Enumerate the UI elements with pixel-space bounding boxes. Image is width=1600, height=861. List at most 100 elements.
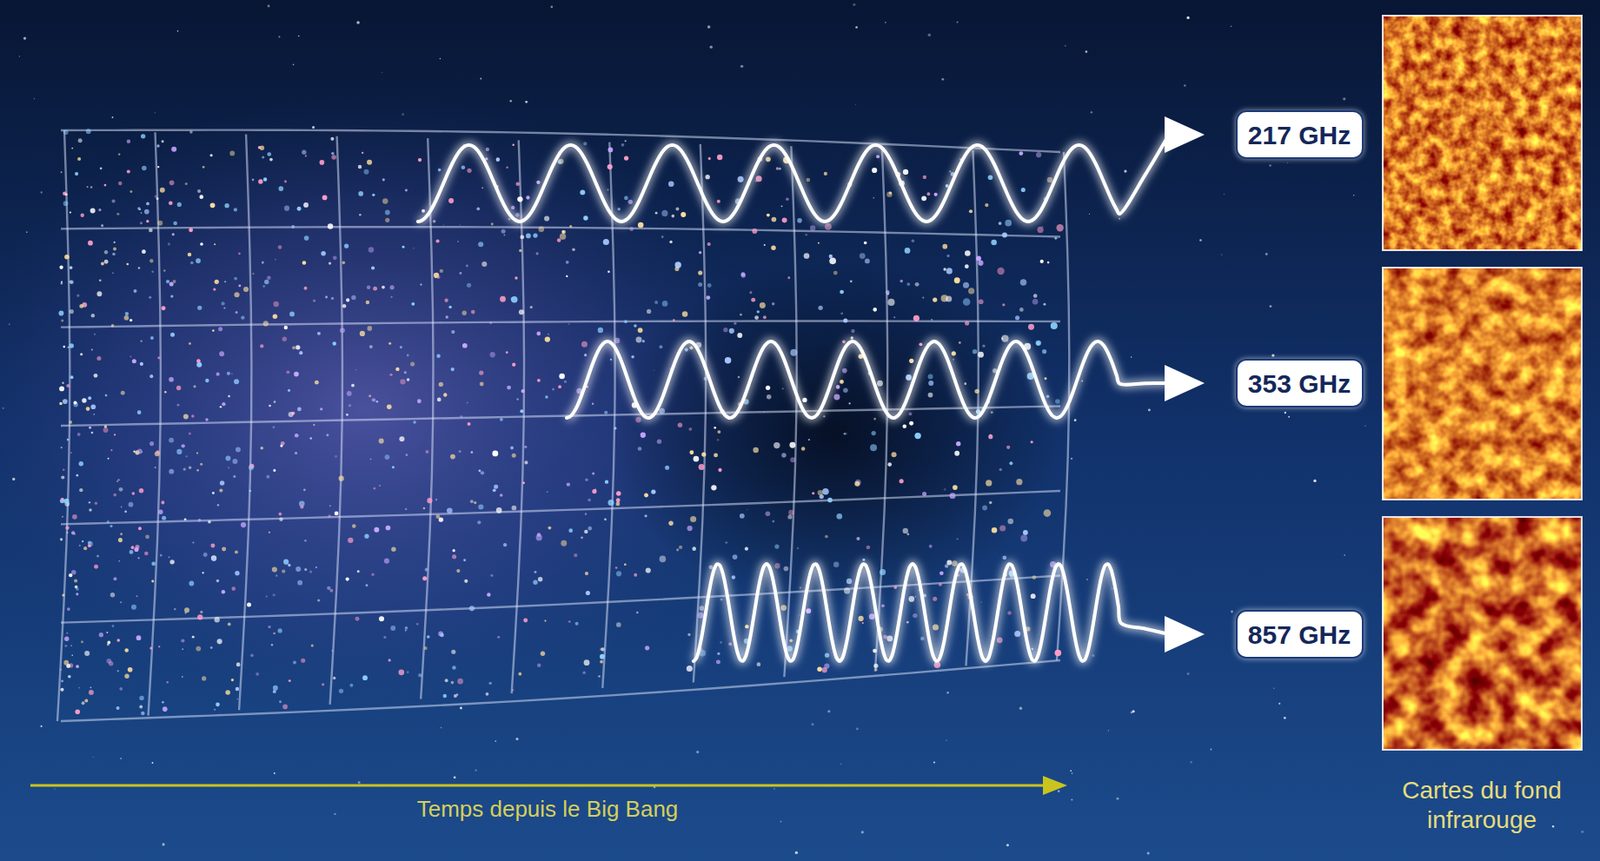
galaxy — [60, 475, 65, 479]
galaxy — [842, 368, 848, 374]
galaxy — [272, 314, 278, 319]
galaxy — [192, 385, 196, 388]
galaxy — [951, 351, 957, 356]
galaxy — [137, 206, 141, 211]
galaxy — [565, 260, 570, 265]
galaxy — [1018, 151, 1023, 156]
galaxy — [146, 202, 150, 206]
galaxy — [926, 192, 930, 196]
galaxy — [68, 420, 73, 425]
galaxy — [893, 316, 896, 319]
galaxy — [922, 491, 927, 497]
galaxy — [138, 526, 142, 531]
galaxy — [808, 438, 810, 441]
galaxy — [70, 644, 73, 647]
galaxy — [141, 165, 147, 172]
galaxy — [534, 570, 538, 574]
galaxy — [248, 464, 254, 471]
galaxy — [386, 404, 392, 411]
galaxy — [629, 226, 634, 232]
galaxy — [569, 225, 572, 228]
galaxy — [249, 490, 253, 493]
star — [780, 821, 783, 824]
star — [53, 789, 55, 791]
galaxy — [106, 520, 110, 524]
galaxy — [723, 327, 728, 332]
galaxy — [505, 351, 509, 354]
galaxy — [79, 544, 81, 547]
galaxy — [265, 475, 270, 479]
galaxy — [1030, 593, 1036, 599]
galaxy — [165, 279, 170, 284]
galaxy — [84, 699, 88, 704]
galaxy — [176, 449, 182, 455]
galaxy — [461, 165, 466, 170]
star — [1186, 16, 1189, 20]
galaxy — [264, 279, 269, 285]
galaxy — [236, 663, 241, 668]
galaxy — [491, 222, 494, 226]
galaxy — [295, 566, 301, 572]
galaxy — [732, 554, 738, 560]
galaxy — [294, 451, 298, 455]
galaxy — [77, 432, 81, 437]
galaxy — [975, 255, 982, 261]
galaxy — [59, 688, 64, 692]
galaxy — [887, 462, 892, 467]
galaxy — [297, 580, 303, 586]
galaxy — [385, 525, 392, 532]
galaxy — [227, 623, 232, 627]
galaxy — [144, 551, 149, 557]
galaxy — [690, 516, 697, 523]
galaxy — [280, 441, 286, 446]
galaxy — [1001, 335, 1009, 343]
galaxy — [729, 328, 735, 334]
galaxy — [827, 497, 833, 504]
star — [945, 739, 948, 742]
galaxy — [64, 498, 70, 505]
star — [1265, 252, 1269, 256]
galaxy — [473, 501, 477, 505]
galaxy — [524, 460, 528, 465]
galaxy — [93, 564, 99, 570]
galaxy — [687, 525, 693, 532]
galaxy — [69, 265, 74, 270]
galaxy — [496, 157, 501, 162]
wave — [418, 134, 1169, 222]
galaxy — [60, 282, 63, 285]
galaxy — [373, 527, 379, 533]
galaxy — [202, 165, 206, 169]
galaxy — [232, 458, 238, 465]
star — [710, 45, 713, 48]
galaxy — [1036, 226, 1043, 233]
galaxy — [551, 388, 555, 392]
galaxy — [463, 558, 466, 562]
star — [597, 675, 600, 678]
galaxy — [938, 583, 943, 587]
galaxy — [822, 488, 830, 496]
galaxy — [462, 343, 468, 349]
star — [781, 205, 784, 207]
galaxy — [863, 241, 868, 246]
star — [1343, 554, 1346, 557]
galaxy — [744, 547, 749, 552]
galaxy — [1050, 322, 1058, 330]
galaxy — [873, 418, 877, 421]
galaxy — [188, 342, 192, 346]
galaxy — [1020, 278, 1028, 286]
galaxy — [106, 641, 111, 645]
galaxy — [99, 632, 104, 638]
galaxy — [584, 353, 587, 357]
galaxy — [59, 537, 63, 541]
galaxy — [736, 332, 743, 339]
galaxy — [457, 678, 464, 685]
galaxy — [188, 431, 192, 435]
galaxy — [560, 540, 567, 547]
galaxy — [418, 673, 422, 678]
galaxy — [219, 351, 225, 357]
galaxy — [672, 318, 675, 321]
galaxy — [192, 541, 194, 544]
star — [267, 5, 271, 8]
star — [551, 6, 554, 9]
star — [687, 633, 691, 637]
